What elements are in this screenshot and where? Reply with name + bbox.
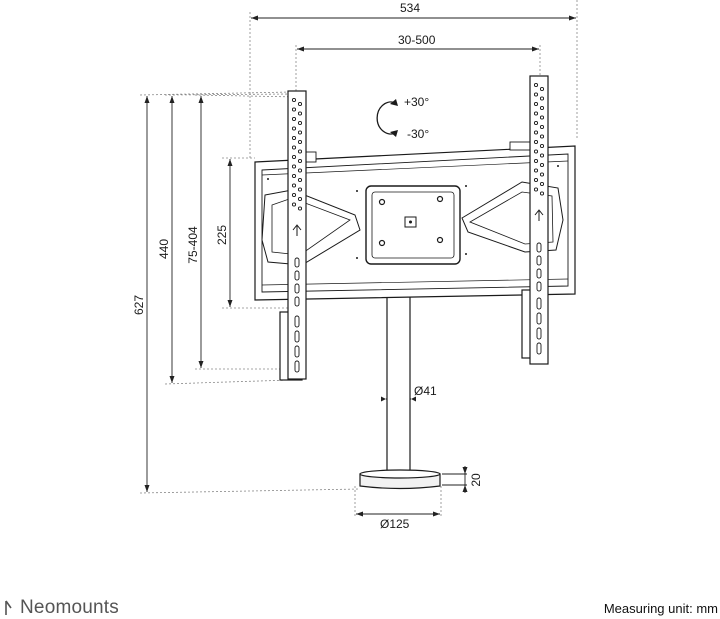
arm-hole bbox=[297, 177, 303, 183]
arm-hole bbox=[291, 135, 297, 141]
arm-hole bbox=[539, 162, 545, 168]
arm-hole bbox=[533, 187, 539, 192]
arm-slot bbox=[294, 345, 300, 358]
arm-hole bbox=[291, 145, 297, 150]
arm-hole bbox=[297, 101, 303, 107]
arm-arrows bbox=[292, 209, 544, 236]
arm-hole bbox=[297, 139, 303, 145]
arm-hole bbox=[291, 126, 297, 131]
arm-hole bbox=[291, 116, 297, 122]
arm-slot bbox=[294, 296, 300, 307]
neomounts-logo-icon bbox=[5, 600, 12, 615]
arm-slot bbox=[536, 242, 542, 253]
arm-hole bbox=[539, 143, 545, 149]
arm-hole bbox=[539, 86, 545, 92]
arm-hole bbox=[539, 153, 545, 158]
arm-slot bbox=[294, 360, 300, 373]
arm-hole bbox=[533, 111, 539, 116]
arm-hole bbox=[291, 154, 297, 160]
arm-hole bbox=[297, 187, 303, 192]
brand-logo: Neomounts bbox=[4, 597, 119, 619]
arm-slot bbox=[536, 327, 542, 340]
arm-slot bbox=[294, 315, 300, 328]
arm-hole bbox=[533, 82, 539, 88]
arm-slot bbox=[536, 312, 542, 325]
arm-slot bbox=[536, 342, 542, 355]
measuring-unit-note: Measuring unit: mm bbox=[603, 601, 718, 616]
overall-width-label: 534 bbox=[400, 1, 420, 15]
arm-hole bbox=[297, 168, 303, 173]
arm-hole bbox=[291, 202, 297, 207]
arm-hole bbox=[539, 134, 545, 139]
brand-name: Neomounts bbox=[20, 597, 119, 618]
arm-hole bbox=[539, 105, 545, 111]
arm-hole bbox=[297, 149, 303, 154]
arm-hole bbox=[297, 120, 303, 126]
arm-slot bbox=[536, 268, 542, 279]
arm-holes bbox=[291, 82, 545, 373]
vesa-horizontal-label: 30-500 bbox=[398, 33, 436, 47]
arm-hole bbox=[539, 191, 545, 196]
arm-hole bbox=[291, 192, 297, 198]
plate-height-label: 225 bbox=[215, 225, 229, 245]
arm-height-label: 440 bbox=[157, 239, 171, 259]
pole-diameter-label: Ø41 bbox=[414, 384, 437, 398]
arm-hole bbox=[291, 183, 297, 188]
arm-hole bbox=[297, 111, 303, 116]
arm-hole bbox=[539, 181, 545, 187]
arm-slot bbox=[294, 270, 300, 281]
arm-slot bbox=[294, 257, 300, 268]
vesa-vertical-label: 75-404 bbox=[186, 226, 200, 264]
tilt-down-label: -30° bbox=[407, 127, 429, 141]
arm-hole bbox=[291, 107, 297, 112]
arm-hole bbox=[533, 92, 539, 97]
arm-hole bbox=[297, 158, 303, 164]
arm-hole bbox=[539, 172, 545, 177]
arm-hole bbox=[291, 164, 297, 169]
arm-slot bbox=[536, 255, 542, 266]
arm-hole bbox=[533, 101, 539, 107]
arm-hole bbox=[297, 196, 303, 202]
arm-hole bbox=[533, 139, 539, 145]
arm-hole bbox=[297, 206, 303, 211]
arm-hole bbox=[533, 168, 539, 173]
extension-lines bbox=[139, 0, 578, 517]
base-diameter-label: Ø125 bbox=[380, 517, 410, 531]
arm-hole bbox=[297, 130, 303, 135]
arm-hole bbox=[539, 96, 545, 101]
arm-hole bbox=[291, 97, 297, 103]
pole bbox=[386, 295, 411, 475]
dimension-lines bbox=[144, 15, 576, 517]
arm-hole bbox=[533, 177, 539, 183]
arm-slot bbox=[536, 297, 542, 310]
arm-hole bbox=[291, 173, 297, 179]
arm-slot bbox=[294, 283, 300, 294]
arm-slot bbox=[294, 330, 300, 343]
arm-hole bbox=[533, 120, 539, 126]
base-height-label: 20 bbox=[469, 473, 483, 487]
tilt-up-label: +30° bbox=[404, 95, 429, 109]
arm-hole bbox=[539, 124, 545, 130]
arm-hole bbox=[533, 158, 539, 164]
arm-hole bbox=[539, 115, 545, 120]
arm-slot bbox=[536, 281, 542, 292]
overall-height-label: 627 bbox=[132, 295, 146, 315]
arm-hole bbox=[533, 149, 539, 154]
arm-hole bbox=[533, 130, 539, 135]
tilt-arrow-icon bbox=[376, 99, 398, 137]
